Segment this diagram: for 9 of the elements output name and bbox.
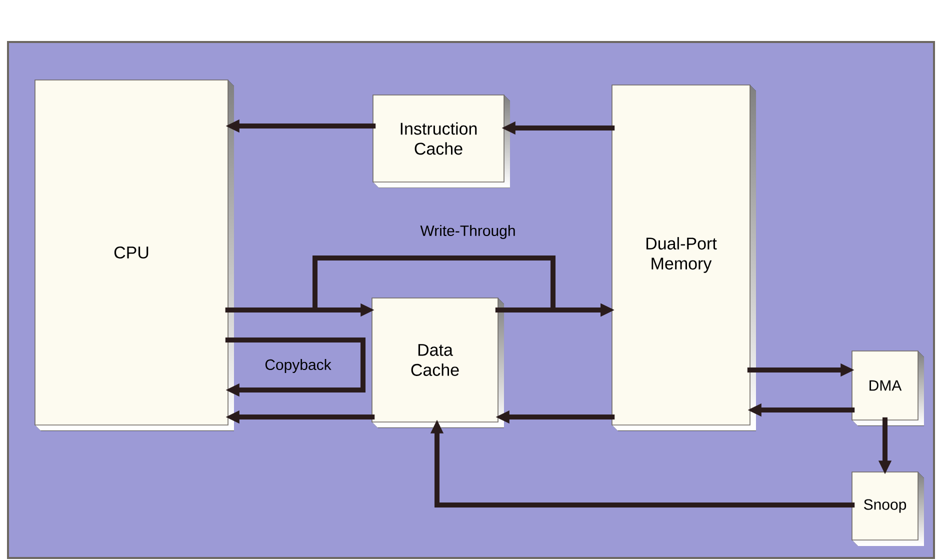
block-box: Dual-Port Memory (612, 84, 750, 426)
block-box: Data Cache (372, 298, 498, 422)
block-box: Snoop (852, 472, 918, 540)
block-box: Instruction Cache (372, 94, 504, 182)
edge-label: Write-Through (419, 224, 517, 240)
edge-label: Copyback (264, 358, 332, 374)
block-box: DMA (852, 350, 918, 420)
arrow (225, 338, 366, 397)
block-box: CPU (34, 80, 228, 426)
